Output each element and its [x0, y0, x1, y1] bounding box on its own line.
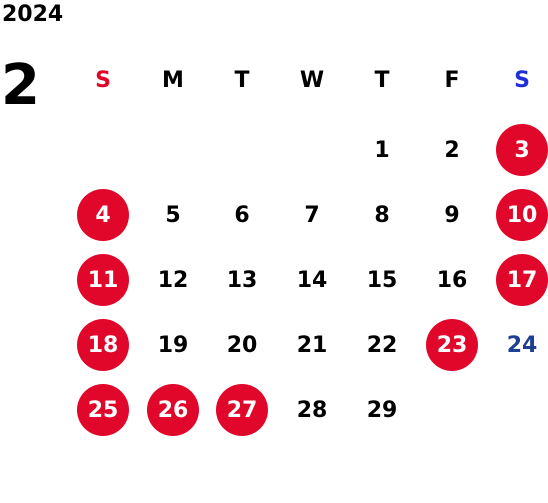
day-number: 19 [157, 332, 189, 358]
day-cell-13: 13 [212, 250, 272, 310]
weekday-header-5: F [444, 67, 460, 93]
day-cell-17: 17 [492, 250, 548, 310]
holiday-circle [77, 254, 129, 306]
day-number: 13 [226, 267, 258, 293]
weekday-header-0: S [95, 67, 111, 93]
day-number: 28 [296, 397, 328, 423]
day-number: 12 [157, 267, 189, 293]
day-number: 21 [296, 332, 328, 358]
day-number: 17 [506, 267, 538, 293]
weekday-header-3: W [299, 67, 325, 93]
day-cell-3: 3 [492, 120, 548, 180]
day-number: 25 [87, 397, 119, 423]
weekday-header-4: T [374, 67, 390, 93]
day-cell-10: 10 [492, 185, 548, 245]
day-number: 22 [366, 332, 398, 358]
day-cell-16: 16 [422, 250, 482, 310]
day-number: 24 [506, 332, 538, 358]
day-cell-14: 14 [282, 250, 342, 310]
day-cell-6: 6 [212, 185, 272, 245]
day-cell-23: 23 [422, 315, 482, 375]
day-cell-15: 15 [352, 250, 412, 310]
day-number: 9 [444, 202, 460, 228]
day-number: 14 [296, 267, 328, 293]
day-cell-18: 18 [73, 315, 133, 375]
holiday-circle [77, 384, 129, 436]
day-number: 3 [514, 137, 530, 163]
day-cell-22: 22 [352, 315, 412, 375]
day-cell-9: 9 [422, 185, 482, 245]
holiday-circle [216, 384, 268, 436]
holiday-circle [147, 384, 199, 436]
day-number: 20 [226, 332, 258, 358]
holiday-circle [77, 319, 129, 371]
day-cell-20: 20 [212, 315, 272, 375]
day-number: 29 [366, 397, 398, 423]
day-cell-7: 7 [282, 185, 342, 245]
day-cell-28: 28 [282, 380, 342, 440]
day-cell-19: 19 [143, 315, 203, 375]
day-number: 11 [87, 267, 119, 293]
day-cell-25: 25 [73, 380, 133, 440]
day-number: 15 [366, 267, 398, 293]
month-number: 2 [1, 53, 40, 118]
day-number: 8 [374, 202, 390, 228]
day-cell-29: 29 [352, 380, 412, 440]
day-number: 23 [436, 332, 468, 358]
day-cell-26: 26 [143, 380, 203, 440]
day-cell-11: 11 [73, 250, 133, 310]
weekday-header-2: T [234, 67, 250, 93]
day-number: 1 [374, 137, 390, 163]
day-number: 5 [165, 202, 181, 228]
day-cell-12: 12 [143, 250, 203, 310]
holiday-circle [496, 124, 548, 176]
day-number: 16 [436, 267, 468, 293]
weekday-header-6: S [514, 67, 530, 93]
year-label: 2024 [2, 2, 64, 27]
day-cell-2: 2 [422, 120, 482, 180]
day-number: 27 [226, 397, 258, 423]
day-cell-8: 8 [352, 185, 412, 245]
day-number: 10 [506, 202, 538, 228]
weekday-header-1: M [162, 67, 184, 93]
holiday-circle [77, 189, 129, 241]
day-number: 4 [95, 202, 111, 228]
day-cell-1: 1 [352, 120, 412, 180]
day-number: 7 [304, 202, 320, 228]
day-cell-4: 4 [73, 185, 133, 245]
day-number: 26 [157, 397, 189, 423]
day-number: 6 [234, 202, 250, 228]
day-number: 2 [444, 137, 460, 163]
day-cell-24: 24 [492, 315, 548, 375]
day-cell-27: 27 [212, 380, 272, 440]
day-cell-5: 5 [143, 185, 203, 245]
holiday-circle [496, 189, 548, 241]
day-cell-21: 21 [282, 315, 342, 375]
day-number: 18 [87, 332, 119, 358]
holiday-circle [496, 254, 548, 306]
holiday-circle [426, 319, 478, 371]
